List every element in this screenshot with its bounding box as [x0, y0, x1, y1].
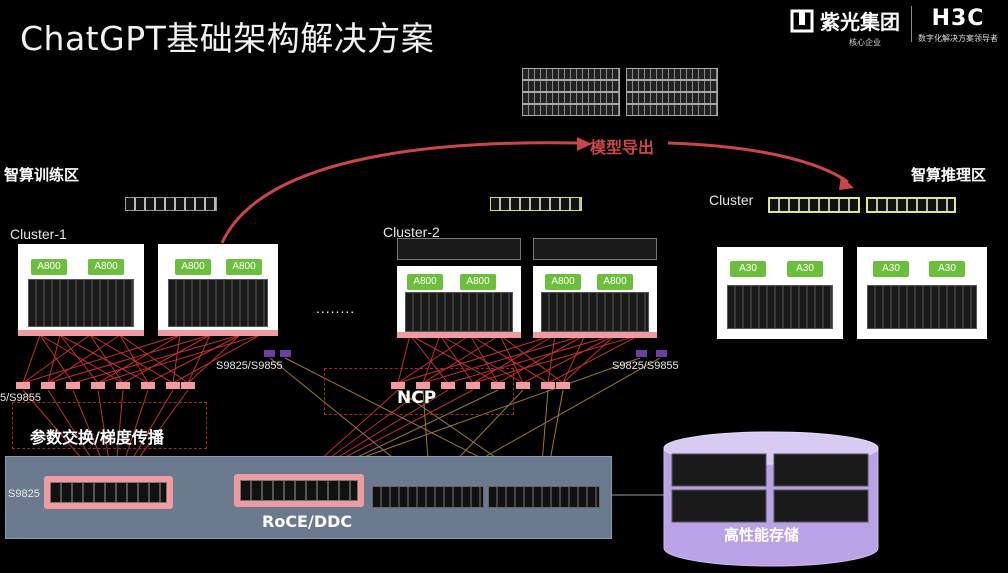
- cluster1-server-2: A800 A800: [158, 244, 278, 336]
- cluster1-server-leaf-links: [22, 334, 261, 384]
- leaf-switch: [166, 382, 180, 389]
- leaf-switch: [16, 382, 30, 389]
- purple-switch: [636, 350, 647, 357]
- leaf-switch: [416, 382, 430, 389]
- export-arrow-left: [220, 141, 581, 244]
- ncp-dashed-box: [324, 368, 514, 415]
- gpu-badge: A800: [545, 274, 581, 290]
- cluster2-server-1-nic: [397, 332, 521, 338]
- storage-disk-array: [671, 453, 869, 523]
- export-arrow-right-head: [839, 176, 854, 190]
- inference-switch-2: [866, 197, 956, 213]
- training-zone-label: 智算训练区: [4, 166, 80, 184]
- export-server-left: [522, 68, 620, 116]
- inference-switch-1: [768, 197, 860, 213]
- gpu-badge: A800: [31, 259, 67, 275]
- inference-zone-label: 智算推理区: [911, 166, 987, 184]
- ddc-switch-2: [488, 486, 600, 508]
- gpu-badge: A800: [175, 259, 211, 275]
- h3c-logo-tagline: 数字化解决方案领导者: [918, 34, 998, 43]
- cluster1-label: Cluster-1: [10, 226, 67, 242]
- unisplendour-logo: 紫光集团 核心企业: [790, 6, 900, 48]
- cluster2-storage-unit-1: [397, 238, 521, 260]
- gpu-badge: A800: [597, 274, 633, 290]
- leaf-switch: [181, 382, 195, 389]
- cluster2-server-1: A800 A800: [397, 266, 521, 338]
- roce-ddc-label: RoCE/DDC: [262, 512, 353, 531]
- cluster2-server-2: A800 A800: [533, 266, 657, 338]
- unisplendour-logo-tagline: 核心企业: [849, 38, 881, 47]
- page-title: ChatGPT基础架构解决方案: [20, 19, 435, 58]
- gpu-badge: A800: [460, 274, 496, 290]
- cluster2-server-leaf-links: [397, 334, 641, 384]
- leaf-switch: [541, 382, 555, 389]
- cluster2-server-2-nic: [533, 332, 657, 338]
- unisplendour-logo-icon: [790, 9, 814, 32]
- more-clusters-ellipsis: ........: [316, 300, 356, 316]
- logo-divider: [911, 6, 912, 42]
- h3c-logo: H3C 数字化解决方案领导者: [918, 6, 998, 44]
- spine-switch-label: S9825: [8, 488, 40, 500]
- cluster1-server-1: A800 A800: [18, 244, 144, 336]
- leaf-switch: [556, 382, 570, 389]
- spine-switch-left: [44, 476, 173, 509]
- inference-server-2: A30 A30: [857, 247, 987, 339]
- param-exchange-dashed-box: [12, 402, 207, 449]
- ncp-label: NCP: [397, 388, 437, 408]
- gpu-badge: A30: [730, 261, 766, 277]
- leaf-switch: [516, 382, 530, 389]
- storage-cylinder: [663, 431, 879, 567]
- param-exchange-label: 参数交换/梯度传播: [30, 428, 164, 447]
- inference-server-1: A30 A30: [717, 247, 843, 339]
- gpu-badge: A800: [226, 259, 262, 275]
- cluster1-server-1-nic: [18, 330, 144, 336]
- leaf-switch: [91, 382, 105, 389]
- gpu-badge: A30: [787, 261, 823, 277]
- cluster2-top-switch: [490, 197, 582, 211]
- leaf-switch: [41, 382, 55, 389]
- left-switch-label: 5/S9855: [0, 392, 41, 404]
- cluster2-label: Cluster-2: [383, 224, 440, 240]
- cluster2-storage-unit-2: [533, 238, 657, 260]
- leaf-switch: [116, 382, 130, 389]
- purple-switch: [656, 350, 667, 357]
- leaf-switch: [391, 382, 405, 389]
- storage-label: 高性能存储: [724, 526, 800, 544]
- leaf-switch: [441, 382, 455, 389]
- leaf-switch: [141, 382, 155, 389]
- h3c-logo-name: H3C: [931, 6, 985, 31]
- cluster1-server-2-nic: [158, 330, 278, 336]
- leaf-switch: [491, 382, 505, 389]
- export-arrow-right: [667, 141, 849, 184]
- gpu-badge: A30: [873, 261, 909, 277]
- spine-switch-mid: [234, 474, 364, 507]
- gpu-badge: A800: [88, 259, 124, 275]
- gpu-badge: A800: [407, 274, 443, 290]
- purple-switch: [264, 350, 275, 357]
- cluster1-top-switch: [125, 197, 217, 211]
- export-arrow-left-head: [577, 137, 592, 151]
- right-switch-label: S9825/S9855: [612, 360, 679, 372]
- leaf-switch: [466, 382, 480, 389]
- leaf-switch: [66, 382, 80, 389]
- export-server-right: [626, 68, 718, 116]
- model-export-label: 模型导出: [590, 138, 655, 157]
- unisplendour-logo-name: 紫光集团: [820, 10, 900, 34]
- purple-switch: [280, 350, 291, 357]
- gpu-badge: A30: [929, 261, 965, 277]
- mid-switch-label: S9825/S9855: [216, 360, 283, 372]
- inference-cluster-label: Cluster: [709, 192, 754, 208]
- ddc-switch-1: [372, 486, 484, 508]
